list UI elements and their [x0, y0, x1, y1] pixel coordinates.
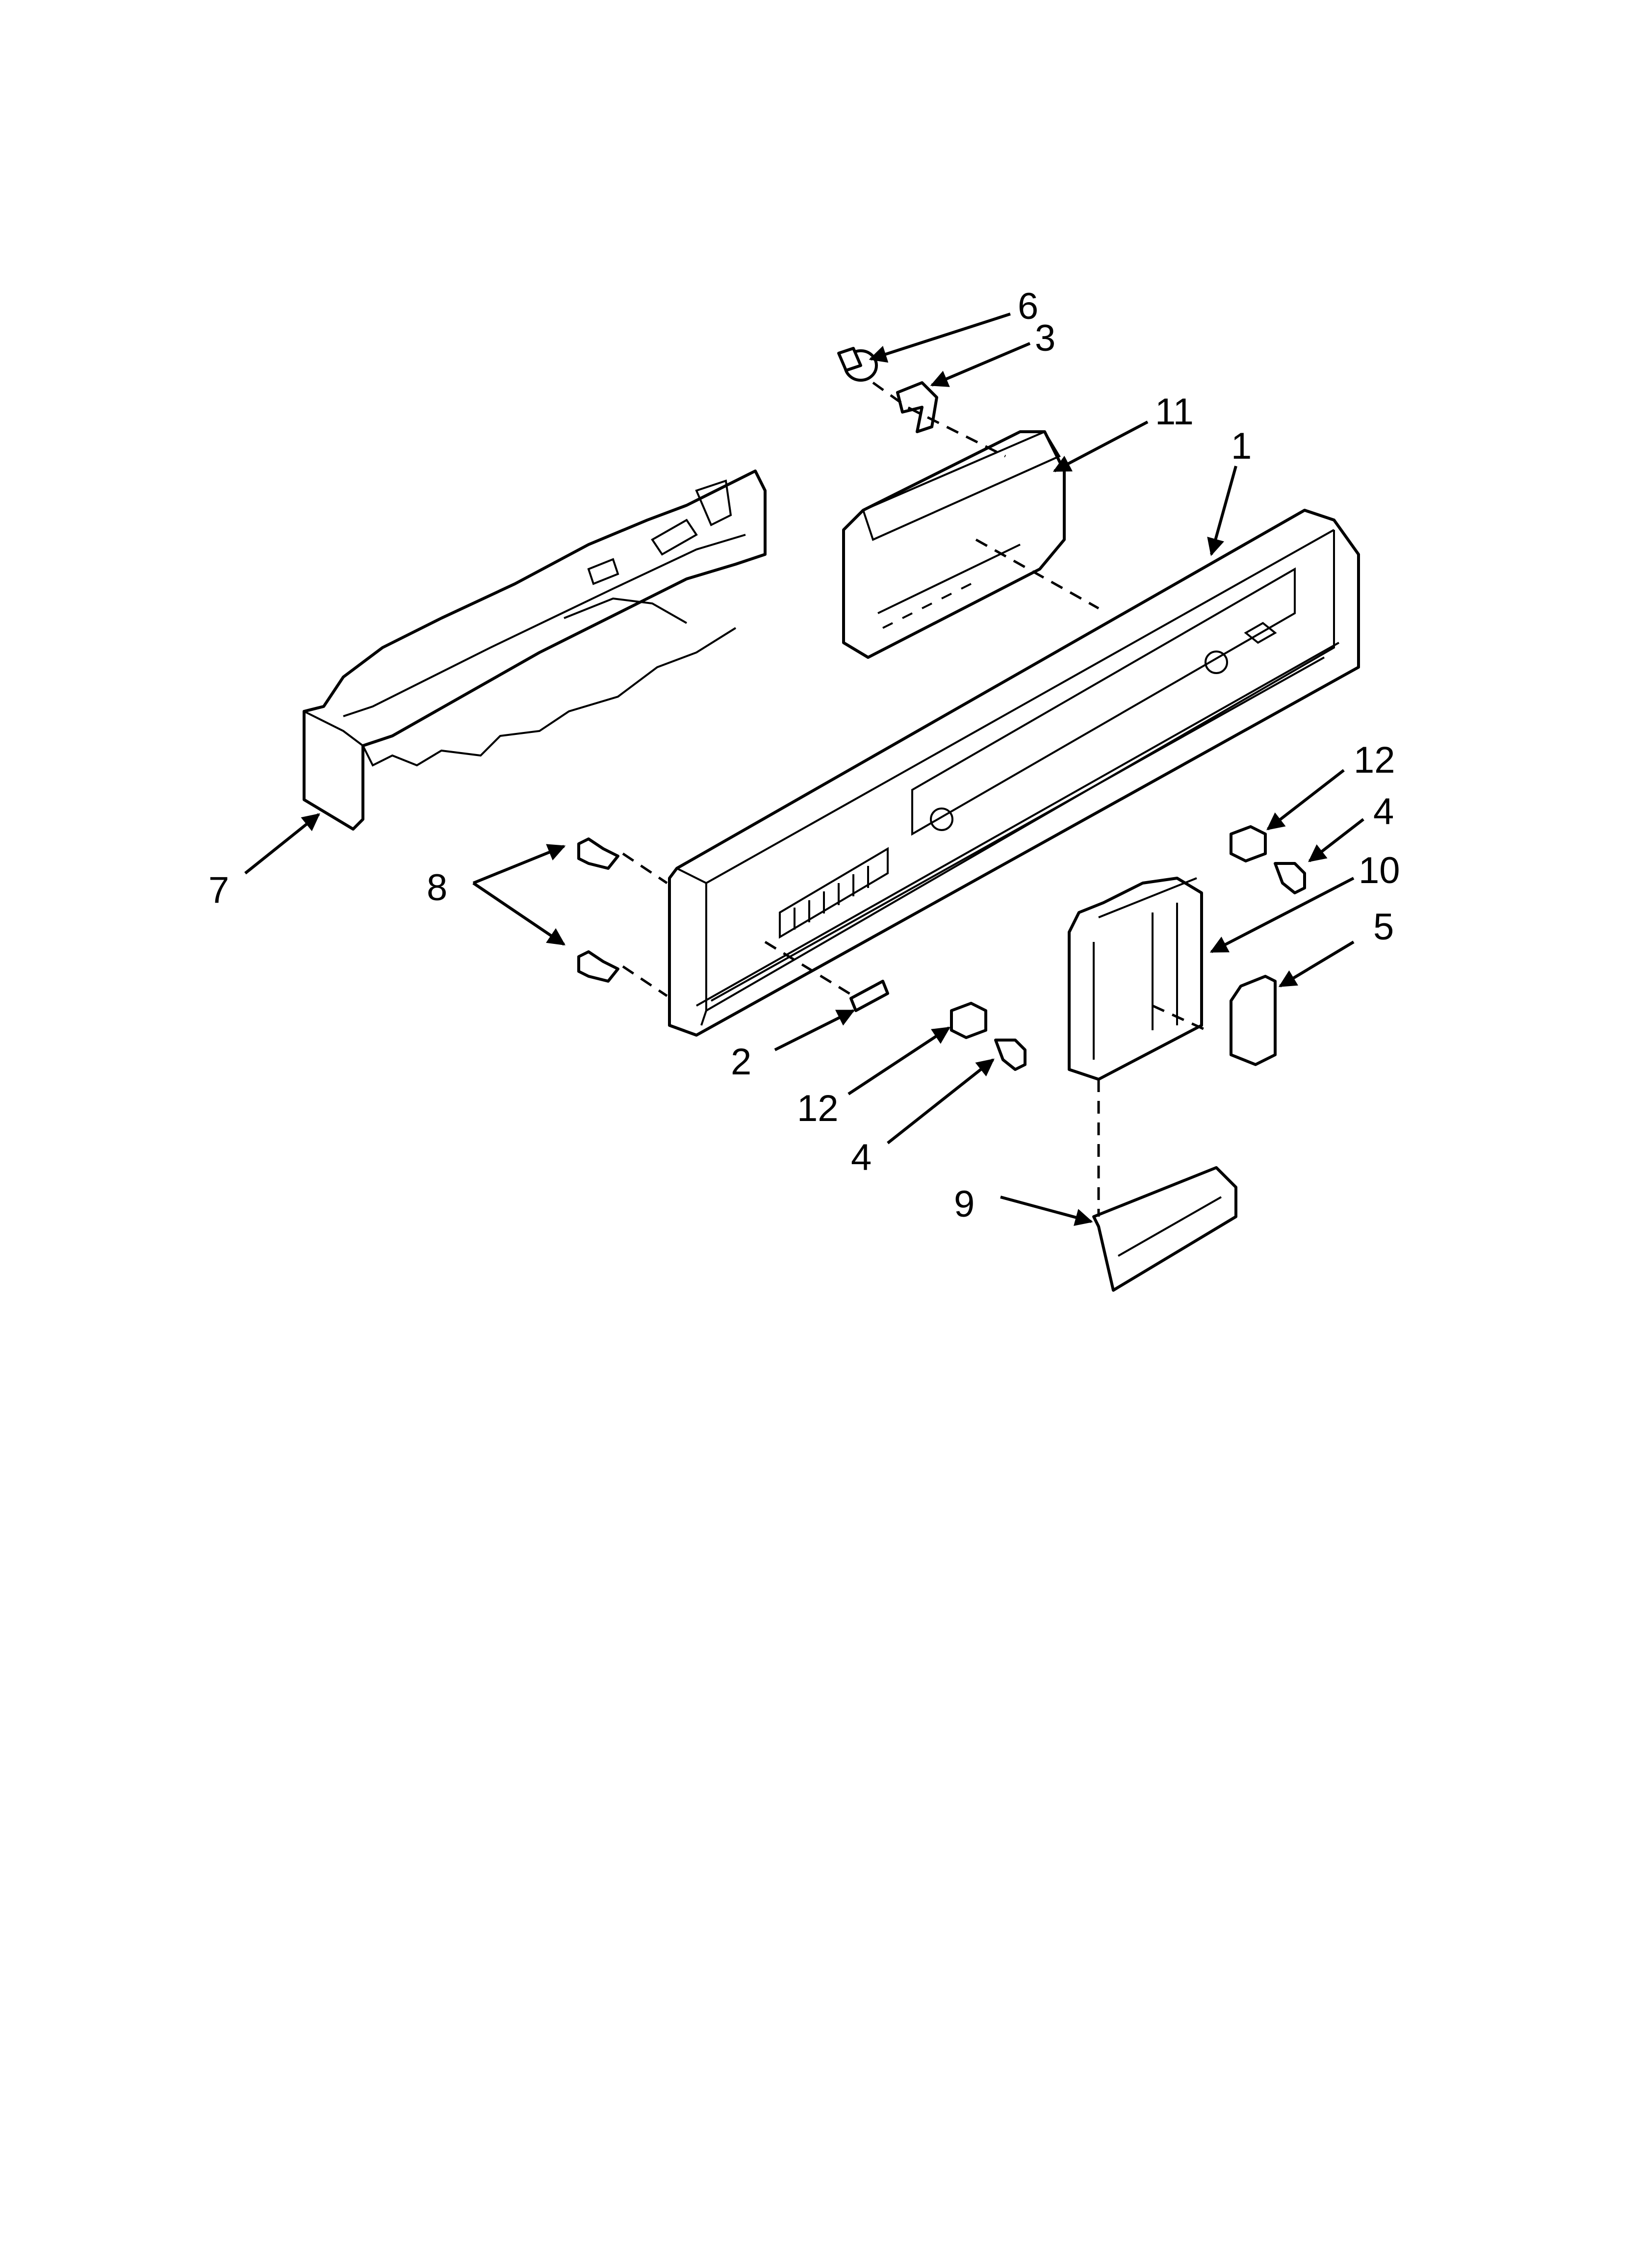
callout-12-left: 12	[797, 1088, 839, 1129]
callout-5: 5	[1373, 906, 1394, 948]
part-6-knob	[837, 347, 878, 382]
part-12-clip-left	[950, 1002, 987, 1039]
part-8-screw-upper	[577, 837, 619, 870]
part-5-latch	[1230, 975, 1277, 1066]
part-4-screw-left	[994, 1039, 1026, 1071]
leader-lines	[244, 313, 1364, 1226]
part-2-button	[849, 980, 889, 1012]
part-7-housing	[303, 469, 767, 831]
callout-8: 8	[427, 867, 447, 909]
part-3-clip	[896, 381, 938, 433]
alignment-lines	[622, 381, 1207, 1217]
callout-labels: 6 3 11 1 7 8 12 4 10 5 2 12 4 9	[208, 286, 1400, 1225]
part-1-console-panel	[668, 509, 1360, 1037]
callout-7: 7	[208, 869, 229, 911]
callout-6: 6	[1018, 286, 1038, 327]
callout-11: 11	[1155, 391, 1194, 433]
callout-10: 10	[1359, 850, 1400, 891]
callout-1: 1	[1231, 425, 1252, 467]
part-9-handle-bracket	[1092, 1166, 1237, 1292]
callout-12-right: 12	[1354, 739, 1395, 781]
part-12-clip-right	[1230, 825, 1267, 862]
callout-3: 3	[1035, 317, 1055, 359]
callout-9: 9	[954, 1183, 975, 1225]
part-8-screw-lower	[577, 950, 619, 983]
callout-4-left: 4	[851, 1137, 872, 1178]
part-10-latch-housing	[1068, 877, 1203, 1081]
part-11-control-board	[842, 430, 1066, 659]
callout-2: 2	[731, 1041, 751, 1083]
callout-4-right: 4	[1373, 791, 1394, 833]
part-4-screw-right	[1274, 862, 1306, 894]
